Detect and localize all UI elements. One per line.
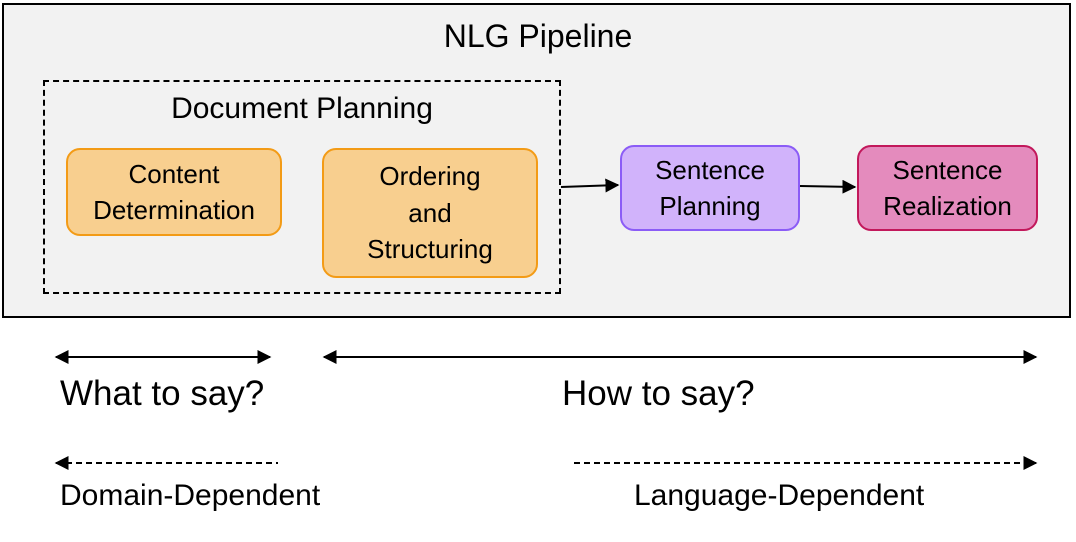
domain-dependent-label: Domain-Dependent	[60, 479, 321, 512]
document-planning-group	[43, 80, 561, 294]
pipeline-title: NLG Pipeline	[443, 18, 633, 54]
arrow-sentence-planning-to-realization	[799, 179, 857, 194]
ordering-structuring-box: Ordering and Structuring	[322, 148, 538, 278]
language-dependent-label: Language-Dependent	[634, 479, 925, 512]
sentence-realization-box: Sentence Realization	[857, 145, 1038, 231]
how-to-say-label: How to say?	[562, 374, 755, 413]
what-to-say-label: What to say?	[60, 374, 265, 413]
content-determination-box: Content Determination	[66, 148, 282, 236]
document-planning-title: Document Planning	[171, 92, 433, 125]
sentence-planning-box: Sentence Planning	[620, 145, 800, 231]
arrow-docplan-to-sentence-planning	[560, 178, 620, 193]
